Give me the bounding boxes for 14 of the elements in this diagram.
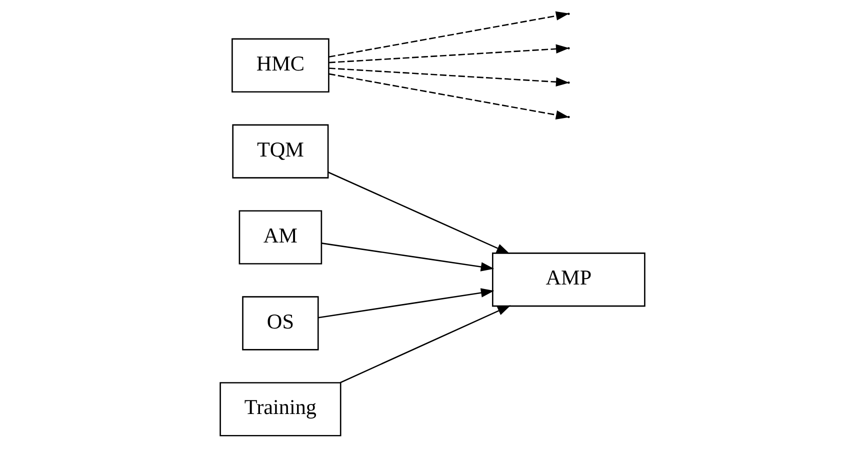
arrow — [328, 68, 570, 87]
node-box: AM — [238, 210, 322, 264]
arrow — [318, 288, 494, 318]
arrow — [328, 11, 570, 58]
node-box: AMP — [492, 252, 646, 307]
node-box: TQM — [232, 124, 329, 178]
arrow — [340, 305, 511, 384]
arrow — [328, 172, 510, 254]
node-box: Training — [220, 382, 342, 436]
node-box: OS — [242, 296, 319, 350]
arrow — [328, 44, 570, 64]
arrow — [328, 73, 570, 120]
arrow — [321, 242, 494, 272]
node-box: HMC — [232, 38, 330, 93]
